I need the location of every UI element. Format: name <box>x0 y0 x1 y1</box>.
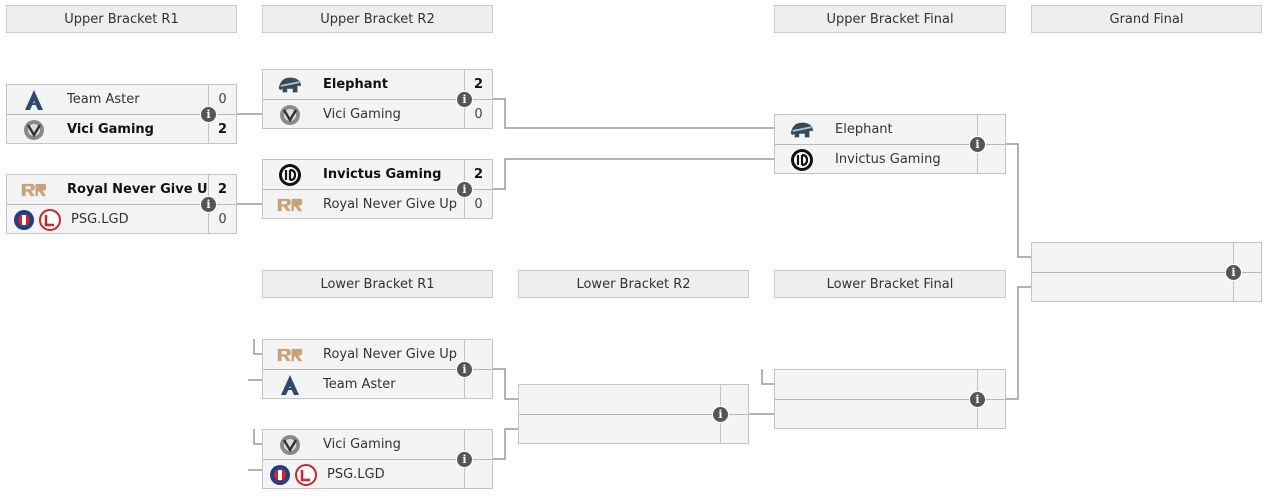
vici-gaming-logo-icon <box>277 434 303 456</box>
match-divider <box>263 189 492 190</box>
match-divider <box>1032 272 1261 273</box>
match-divider <box>263 99 492 100</box>
match-ub-final[interactable]: Elephant Invictus Gaming i <box>774 114 1006 174</box>
team-aster-logo-icon <box>21 89 47 111</box>
team-name: PSG.LGD <box>71 212 129 227</box>
match-divider <box>263 369 492 370</box>
header-upper-bracket-final: Upper Bracket Final <box>774 5 1006 33</box>
match-ub-r2-2[interactable]: Invictus Gaming Royal Never Give Up 2 0 … <box>262 159 493 219</box>
match-team-row[interactable]: Invictus Gaming <box>775 145 977 174</box>
match-team-row[interactable]: Vici Gaming <box>263 430 464 459</box>
team-name: Vici Gaming <box>323 107 401 122</box>
match-info-icon[interactable]: i <box>1226 265 1241 280</box>
match-team-row[interactable]: PSG.LGD <box>263 460 464 489</box>
match-team-row[interactable]: Team Aster <box>263 370 464 399</box>
vici-gaming-logo-icon <box>277 104 303 126</box>
match-lb-r1-1[interactable]: Royal Never Give Up Team Aster i <box>262 339 493 399</box>
match-lb-r2[interactable]: i <box>518 384 749 444</box>
match-ub-r1-2[interactable]: Royal Never Give Up PSG.LGD 2 0 i <box>6 174 237 234</box>
team-name: Team Aster <box>323 377 396 392</box>
team-score: 0 <box>218 212 227 227</box>
team-score: 0 <box>474 197 483 212</box>
match-info-icon[interactable]: i <box>457 182 472 197</box>
team-score: 2 <box>217 182 228 197</box>
match-divider <box>519 414 748 415</box>
header-grand-final: Grand Final <box>1031 5 1262 33</box>
match-lb-final[interactable]: i <box>774 369 1006 429</box>
match-divider <box>775 144 1005 145</box>
team-name: Royal Never Give Up <box>323 347 457 362</box>
invictus-gaming-logo-icon <box>277 163 303 186</box>
team-score: 2 <box>217 122 228 137</box>
header-upper-bracket-r2: Upper Bracket R2 <box>262 5 493 33</box>
match-info-icon[interactable]: i <box>457 452 472 467</box>
match-team-row[interactable]: Elephant <box>263 70 464 99</box>
match-info-icon[interactable]: i <box>970 392 985 407</box>
match-info-icon[interactable]: i <box>457 92 472 107</box>
match-lb-r1-2[interactable]: Vici Gaming PSG.LGD i <box>262 429 493 489</box>
rng-logo-icon <box>277 194 303 216</box>
team-name: Elephant <box>835 122 893 137</box>
match-team-row[interactable]: Royal Never Give Up <box>263 190 464 219</box>
team-name: Invictus Gaming <box>323 167 442 182</box>
header-lower-bracket-final: Lower Bracket Final <box>774 270 1006 298</box>
elephant-logo-icon <box>277 74 303 96</box>
header-upper-bracket-r1: Upper Bracket R1 <box>6 5 237 33</box>
match-team-row[interactable]: Royal Never Give Up <box>263 340 464 369</box>
elephant-logo-icon <box>789 119 815 141</box>
match-team-row[interactable]: Vici Gaming <box>7 115 208 144</box>
team-score: 0 <box>218 92 227 107</box>
team-score: 0 <box>474 107 483 122</box>
team-name: PSG.LGD <box>327 467 385 482</box>
team-name: Vici Gaming <box>67 122 154 137</box>
team-score: 2 <box>473 77 484 92</box>
match-team-row[interactable]: PSG.LGD <box>7 205 208 234</box>
match-team-row[interactable]: Team Aster <box>7 85 208 114</box>
match-team-row[interactable]: Invictus Gaming <box>263 160 464 189</box>
match-team-row[interactable]: Royal Never Give Up <box>7 175 208 204</box>
team-score: 2 <box>473 167 484 182</box>
psg-lgd-logo-icon <box>13 208 61 231</box>
match-info-icon[interactable]: i <box>201 197 216 212</box>
match-divider <box>7 114 236 115</box>
team-name: Vici Gaming <box>323 437 401 452</box>
match-divider <box>263 459 492 460</box>
psg-lgd-logo-icon <box>269 463 317 486</box>
match-ub-r2-1[interactable]: Elephant Vici Gaming 2 0 i <box>262 69 493 129</box>
match-info-icon[interactable]: i <box>970 137 985 152</box>
team-name: Royal Never Give Up <box>323 197 457 212</box>
match-info-icon[interactable]: i <box>457 362 472 377</box>
match-info-icon[interactable]: i <box>201 107 216 122</box>
header-lower-bracket-r2: Lower Bracket R2 <box>518 270 749 298</box>
match-info-icon[interactable]: i <box>713 407 728 422</box>
header-lower-bracket-r1: Lower Bracket R1 <box>262 270 493 298</box>
rng-logo-icon <box>21 179 47 201</box>
team-name: Team Aster <box>67 92 140 107</box>
match-grand-final[interactable]: i <box>1031 242 1262 302</box>
team-name: Invictus Gaming <box>835 152 941 167</box>
match-divider <box>7 204 236 205</box>
team-name: Elephant <box>323 77 388 92</box>
invictus-gaming-logo-icon <box>789 148 815 171</box>
match-ub-r1-1[interactable]: Team Aster Vici Gaming 0 2 i <box>6 84 237 144</box>
match-team-row[interactable]: Elephant <box>775 115 977 144</box>
vici-gaming-logo-icon <box>21 119 47 141</box>
match-divider <box>775 399 1005 400</box>
match-team-row[interactable]: Vici Gaming <box>263 100 464 129</box>
rng-logo-icon <box>277 344 303 366</box>
team-aster-logo-icon <box>277 374 303 396</box>
team-name: Royal Never Give Up <box>67 182 208 197</box>
